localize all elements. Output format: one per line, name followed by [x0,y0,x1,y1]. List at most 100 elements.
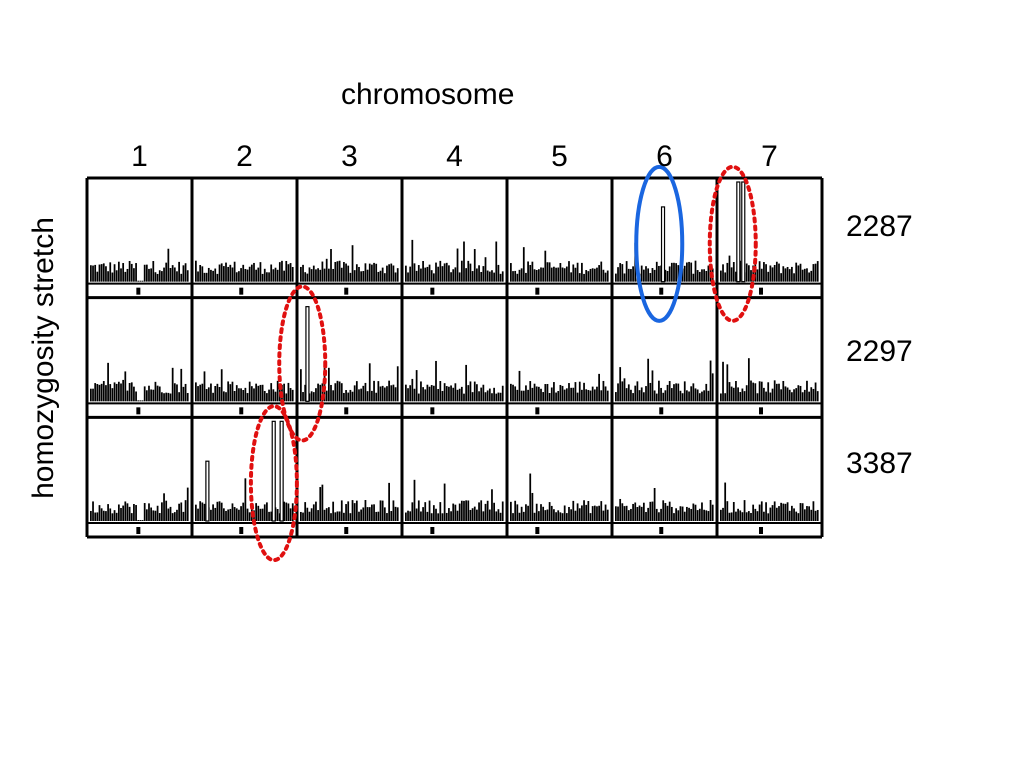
bar [437,513,440,521]
bar [173,383,176,402]
bar [388,264,390,282]
bar [186,393,189,402]
bar [141,280,144,282]
bar [589,268,592,282]
bar [430,385,433,402]
bar [767,513,770,521]
bar [135,263,137,282]
bar [176,509,178,521]
bar [649,273,652,282]
bar [195,260,197,282]
peak-bar [279,420,284,522]
bar [726,364,729,402]
bar [544,510,547,521]
bar [180,502,183,521]
bar [332,501,335,521]
bar [238,271,240,282]
bar [358,511,360,521]
bar [417,500,420,521]
bar [321,383,324,402]
bar [199,264,202,282]
bar [510,383,512,402]
bar [533,269,536,282]
bar [358,389,360,402]
bar [184,383,187,402]
bar [235,385,238,402]
bar [325,258,328,282]
bar [152,510,155,521]
bar [756,269,759,282]
bar [791,392,793,402]
bar [568,383,570,402]
bar [205,272,208,282]
bar [366,391,369,402]
bar [499,512,502,521]
bar [632,266,634,282]
bar [465,500,468,521]
bar [405,265,407,282]
bar [563,268,566,282]
bar [576,392,579,402]
bar [591,506,594,521]
bar [458,503,461,521]
bar [763,387,765,402]
bar [469,509,472,521]
bar [222,266,225,282]
bar [310,508,313,521]
column-label: 3 [341,140,358,173]
bar [334,383,337,402]
row-label: 2297 [846,335,913,368]
bar [289,508,292,521]
bar [499,273,502,282]
bar [270,383,273,402]
bar [304,384,307,402]
bar [165,262,168,282]
bar [450,511,452,521]
bar [246,508,249,521]
bar [686,390,688,402]
bar [407,510,409,521]
bar [707,265,710,282]
bar [351,391,354,402]
bar [167,508,170,521]
bar [355,381,358,402]
highlight-ellipse [277,284,328,443]
bar [520,390,523,402]
bar [516,504,519,521]
bar [145,264,148,282]
bar [302,392,304,402]
bar [587,501,590,521]
bar [338,511,341,521]
bar [445,512,448,521]
bar [563,505,566,521]
bar [471,392,474,402]
bar [203,503,206,521]
bar [460,260,463,282]
column-label: 7 [761,140,778,173]
bar [623,506,626,521]
bar [428,264,431,282]
bar [263,268,266,282]
bar [675,383,678,402]
bar [413,479,416,521]
bar [625,261,628,282]
bar [244,387,247,402]
bar [596,267,598,282]
bar [638,505,641,521]
bar [598,373,600,402]
bar [602,510,605,521]
bar [488,509,491,521]
bar [593,268,596,282]
bar [658,380,660,402]
bar [437,266,440,282]
bar [535,269,538,282]
bar [278,262,281,282]
bar [724,272,727,282]
bar [518,269,521,282]
bar [424,502,427,521]
bar [203,272,206,282]
bar [664,390,667,402]
bar [758,261,761,282]
bar [383,507,386,521]
bar [488,271,491,282]
